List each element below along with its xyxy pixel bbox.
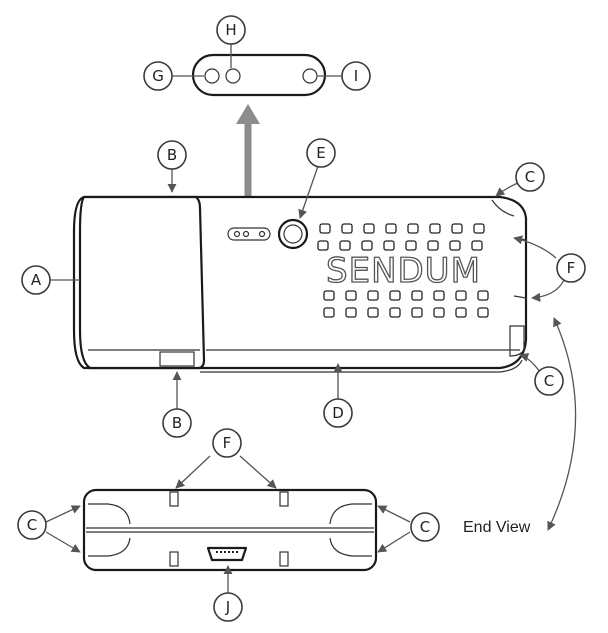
led-1 xyxy=(233,230,241,238)
callout-j: J xyxy=(213,592,243,622)
leader-e xyxy=(298,165,319,219)
brand-logo: SENDUM xyxy=(326,251,481,291)
indicator-h xyxy=(225,68,241,84)
leader-c-end-right-top xyxy=(377,505,411,523)
button-inner xyxy=(283,224,303,244)
indicator-i xyxy=(302,68,318,84)
leader-c-end-left-top xyxy=(45,505,81,523)
corner-top xyxy=(491,199,515,217)
leader-c-end-right-bottom xyxy=(377,531,411,553)
svg-text:C: C xyxy=(27,516,37,534)
svg-text:C: C xyxy=(525,168,535,186)
callout-h: H xyxy=(216,15,246,45)
svg-text:B: B xyxy=(167,146,177,164)
callout-e: E xyxy=(306,138,336,168)
callout-i: I xyxy=(341,61,371,91)
end-view-arrow xyxy=(547,317,577,531)
callout-f-end: F xyxy=(212,428,242,458)
svg-text:E: E xyxy=(316,144,325,162)
callout-c-end-right: C xyxy=(410,512,440,542)
side-notch-bottom xyxy=(513,295,527,299)
callout-b-top: B xyxy=(157,140,187,170)
leader-c-end-left-bottom xyxy=(45,531,81,553)
leader-c-right xyxy=(519,352,541,373)
callout-d: D xyxy=(323,398,353,428)
leader-f-end-right xyxy=(239,455,277,489)
leader-f-side-top xyxy=(513,235,557,259)
usb-port xyxy=(206,546,248,562)
svg-text:J: J xyxy=(225,598,230,616)
end-notch-bottom-right xyxy=(279,551,289,567)
end-notch-left xyxy=(169,491,179,507)
led-strip xyxy=(227,227,271,241)
callout-c-end-left: C xyxy=(17,510,47,540)
inset-outline xyxy=(191,53,327,97)
led-2 xyxy=(242,230,250,238)
end-view-label: End View xyxy=(463,519,531,536)
callout-c-top: C xyxy=(515,162,545,192)
svg-text:C: C xyxy=(544,372,554,390)
callout-g: G xyxy=(143,61,173,91)
svg-text:D: D xyxy=(332,404,344,422)
svg-text:H: H xyxy=(225,21,236,39)
svg-text:I: I xyxy=(354,67,358,85)
svg-text:A: A xyxy=(31,271,42,289)
vent-grid xyxy=(317,223,489,318)
callout-a: A xyxy=(21,265,51,295)
zoom-arrow-head xyxy=(236,104,260,124)
end-view xyxy=(82,488,378,572)
end-notch-bottom-left xyxy=(169,551,179,567)
button-outer xyxy=(277,218,309,250)
leader-c-top xyxy=(495,181,521,197)
callout-c-right: C xyxy=(534,366,564,396)
zoom-inset xyxy=(191,53,327,97)
svg-text:C: C xyxy=(420,518,430,536)
cap-outline xyxy=(78,195,206,370)
leader-f-side-bottom xyxy=(531,279,565,302)
device-body: SENDUM xyxy=(72,195,528,373)
body-bottom-edge xyxy=(200,359,523,373)
svg-text:B: B xyxy=(172,414,182,432)
end-notch-right xyxy=(279,491,289,507)
led-3 xyxy=(258,230,266,238)
callout-f-side: F xyxy=(556,253,586,283)
svg-text:G: G xyxy=(152,67,164,85)
svg-text:F: F xyxy=(223,434,232,452)
callout-b-bottom: B xyxy=(162,408,192,438)
indicator-g xyxy=(204,68,220,84)
leader-f-end-left xyxy=(175,455,211,489)
svg-text:F: F xyxy=(567,259,576,277)
cap-notch xyxy=(159,351,195,367)
